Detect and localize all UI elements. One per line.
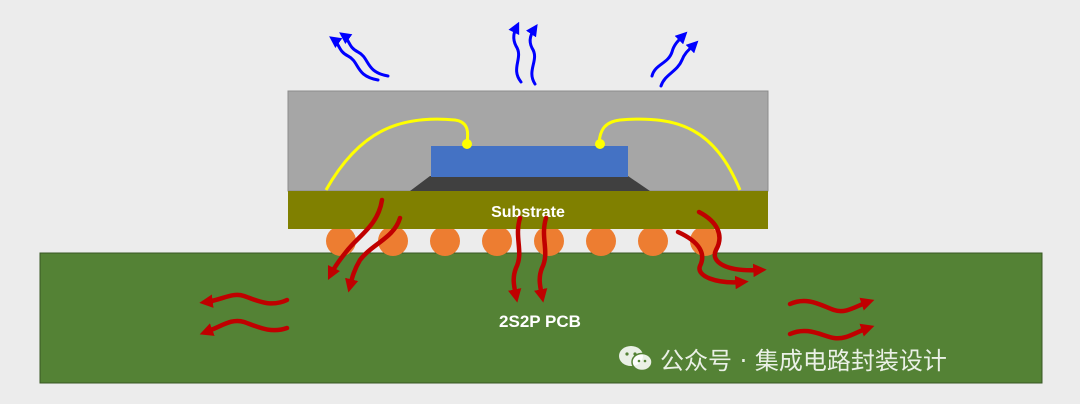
solder-ball	[586, 226, 616, 256]
heat-arrow-lateral	[199, 292, 290, 308]
heat-arrow-lateral	[787, 297, 875, 314]
heat-arrow-up	[659, 40, 699, 88]
heat-arrow-up	[526, 24, 538, 86]
heat-arrow-down	[508, 215, 523, 303]
heat-arrow-down	[534, 215, 549, 303]
watermark: 公众号 · 集成电路封装设计	[618, 341, 947, 376]
heat-arrow-down	[345, 215, 403, 293]
solder-ball	[326, 226, 356, 256]
bond-wires	[324, 117, 742, 191]
heat-arrows-up	[329, 21, 699, 88]
solder-balls	[326, 226, 720, 256]
heat-arrow-up	[650, 31, 688, 78]
heat-arrow-up	[329, 36, 380, 82]
bond-pad	[462, 139, 472, 149]
die	[431, 146, 628, 177]
heat-arrow-lateral	[787, 323, 875, 341]
solder-ball	[482, 226, 512, 256]
pcb-label: 2S2P PCB	[499, 312, 581, 331]
substrate-label: Substrate	[491, 204, 565, 221]
wechat-icon	[618, 345, 654, 373]
die-attach	[410, 176, 650, 191]
solder-ball	[378, 226, 408, 256]
solder-ball	[534, 226, 564, 256]
bond-pad	[595, 139, 605, 149]
heat-arrow-up	[339, 32, 390, 78]
bond-wire-right	[597, 117, 742, 191]
solder-ball	[430, 226, 460, 256]
heat-arrow-down	[327, 197, 385, 281]
bond-wire-left	[324, 117, 470, 191]
heat-arrow-down	[675, 229, 749, 290]
heat-arrows-down	[199, 197, 875, 341]
solder-ball	[638, 226, 668, 256]
substrate	[288, 191, 768, 229]
watermark-text: 公众号 · 集成电路封装设计	[660, 347, 947, 375]
heat-arrow-up	[508, 21, 523, 84]
heat-arrow-lateral	[199, 318, 290, 336]
heat-arrow-down	[696, 209, 767, 278]
